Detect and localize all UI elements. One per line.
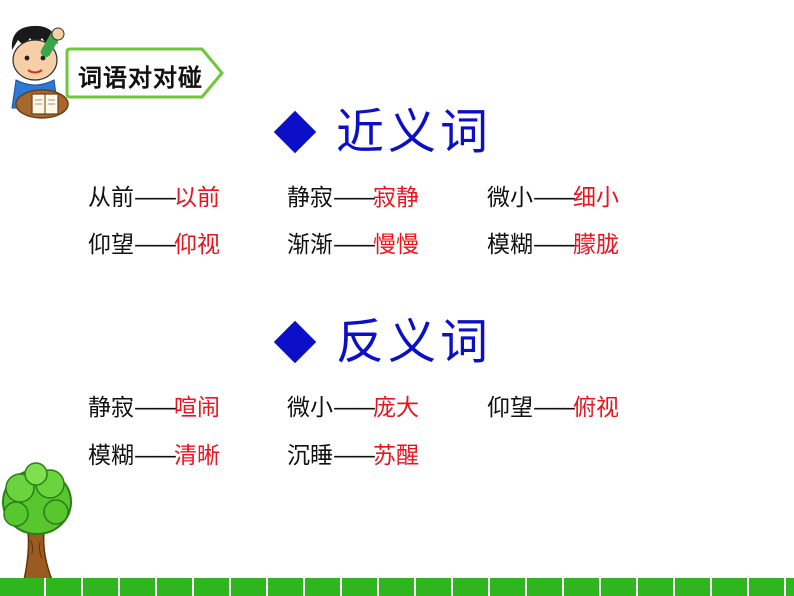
ground-stripe (488, 578, 490, 596)
word-pair: 沉睡——苏醒 (287, 443, 419, 469)
title-tag-frame (65, 47, 224, 99)
ground-stripe (303, 578, 305, 596)
synonyms-heading-text: 近义词 (336, 104, 493, 160)
ground-stripe (451, 578, 453, 596)
word-pair: 渐渐——慢慢 (287, 232, 419, 258)
ground-stripe (636, 578, 638, 596)
ground-stripe (229, 578, 231, 596)
boy-reading-icon (11, 25, 69, 119)
antonyms-heading-text: 反义词 (336, 314, 493, 370)
word-pair: 模糊——朦胧 (487, 232, 619, 258)
word-pair: 微小——细小 (487, 185, 619, 211)
ground-stripe (599, 578, 601, 596)
ground-stripe (192, 578, 194, 596)
ground-stripe (525, 578, 527, 596)
ground-stripe (784, 578, 786, 596)
ground-stripe (562, 578, 564, 596)
page-title: 词语对对碰 (78, 64, 203, 92)
word-pair: 模糊——清晰 (88, 443, 220, 469)
word-pair: 静寂——喧闹 (88, 395, 220, 421)
ground-stripe (710, 578, 712, 596)
ground-stripe (414, 578, 416, 596)
ground-stripe (155, 578, 157, 596)
tree-icon (2, 462, 72, 581)
diamond-bullet-icon (273, 110, 317, 154)
ground-stripe (377, 578, 379, 596)
antonyms-heading: 反义词 (273, 314, 493, 370)
word-pair: 微小——庞大 (287, 395, 419, 421)
ground-stripe (747, 578, 749, 596)
ground-strip (0, 578, 794, 596)
word-pair: 静寂——寂静 (287, 185, 419, 211)
word-pair: 仰望——俯视 (487, 395, 619, 421)
ground-stripe (340, 578, 342, 596)
diamond-bullet-icon (273, 320, 317, 364)
word-pair: 仰望——仰视 (88, 232, 220, 258)
word-pair: 从前——以前 (88, 185, 220, 211)
ground-stripe (673, 578, 675, 596)
ground-stripe (266, 578, 268, 596)
ground-stripe (118, 578, 120, 596)
ground-stripe (81, 578, 83, 596)
synonyms-heading: 近义词 (273, 104, 493, 160)
ground-stripe (44, 578, 46, 596)
